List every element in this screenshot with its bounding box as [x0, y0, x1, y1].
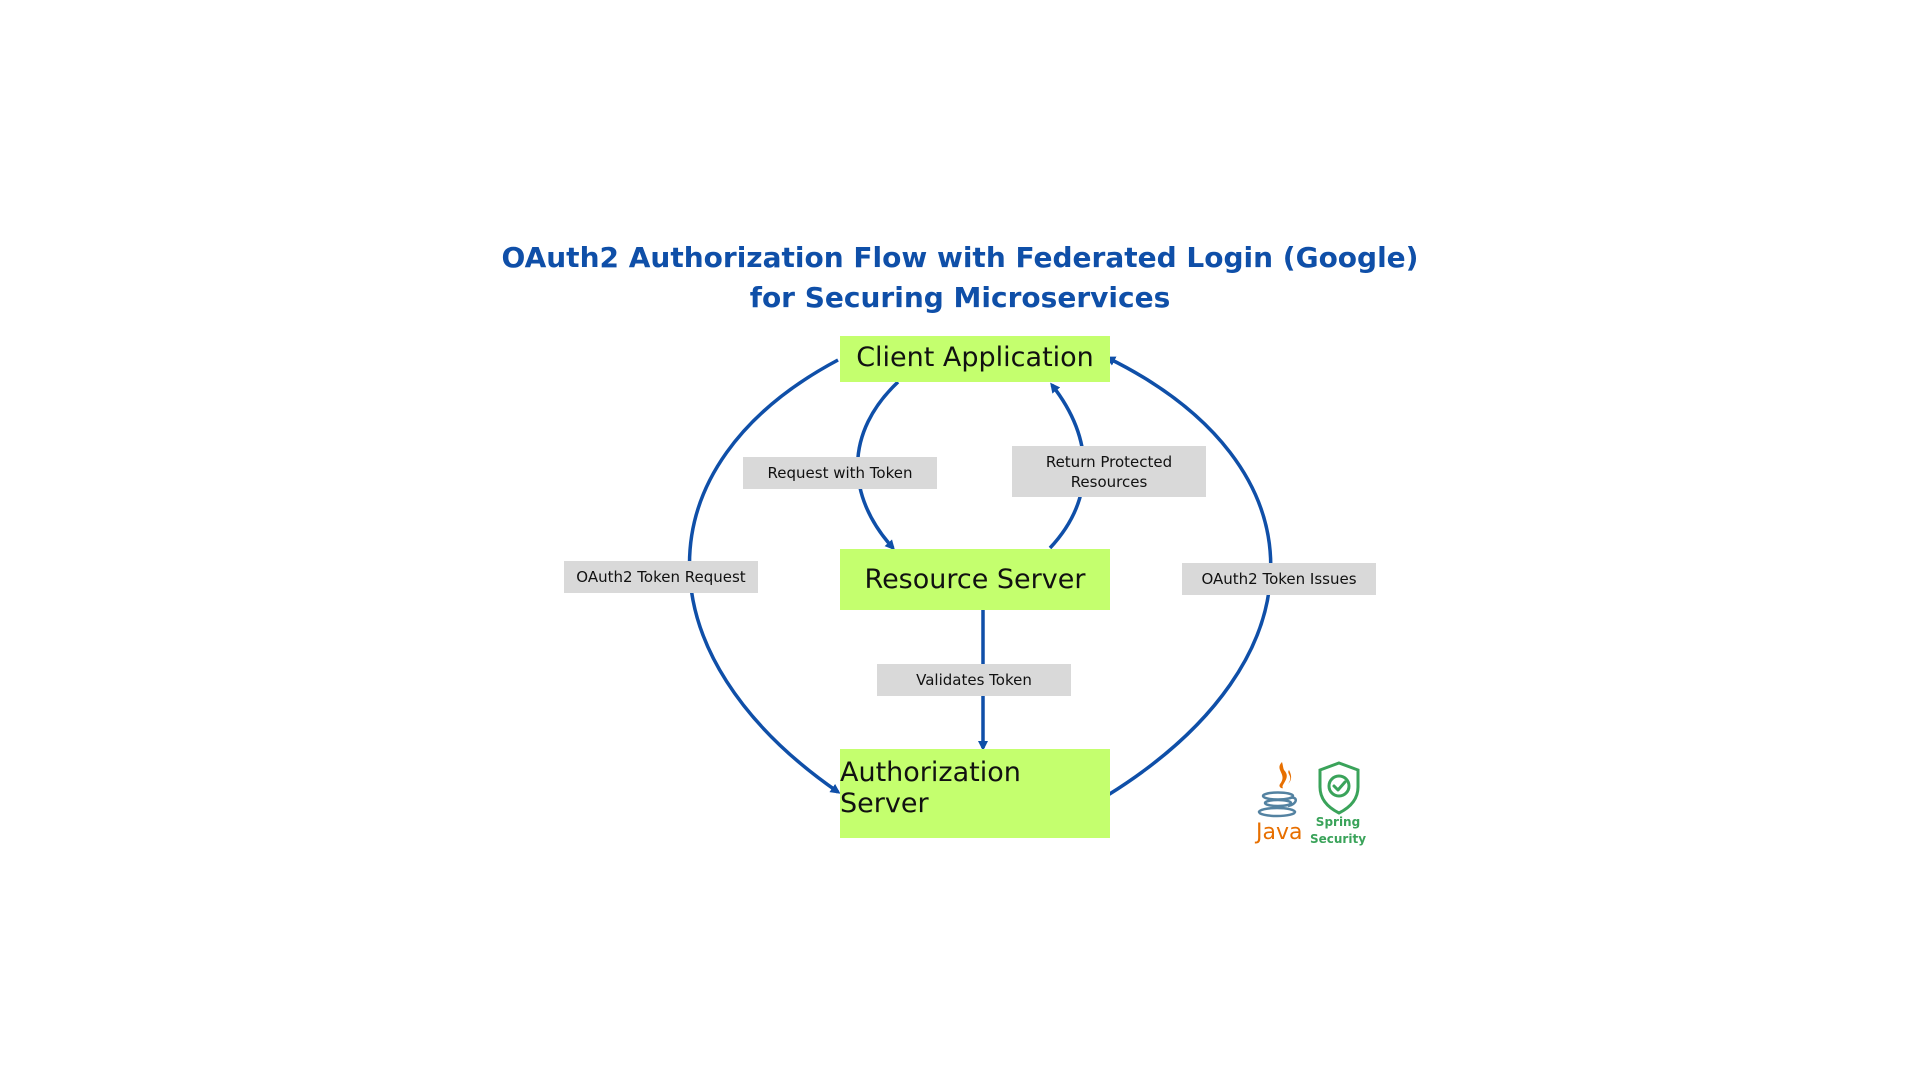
node-authorization-server: Authorization Server [840, 749, 1110, 838]
label-oauth2-token-request: OAuth2 Token Request [564, 561, 758, 593]
technology-logos: Java Spring Security [1250, 758, 1380, 858]
java-logo-text: Java [1256, 820, 1303, 845]
spring-text-line-2: Security [1309, 832, 1367, 846]
label-request-with-token: Request with Token [743, 457, 937, 489]
label-oauth2-token-issues: OAuth2 Token Issues [1182, 563, 1376, 595]
node-resource-label: Resource Server [864, 564, 1086, 595]
spring-security-logo-text: Spring Security [1306, 814, 1370, 848]
shield-check-icon [1318, 761, 1360, 815]
label-return-protected-resources: Return Protected Resources [1012, 446, 1206, 497]
label-validates-token: Validates Token [877, 664, 1071, 696]
spring-text-line-1: Spring [1315, 815, 1361, 829]
node-auth-label: Authorization Server [840, 757, 1021, 819]
node-resource-server: Resource Server [840, 549, 1110, 610]
node-client-label: Client Application [856, 342, 1094, 373]
diagram-title: OAuth2 Authorization Flow with Federated… [460, 238, 1460, 318]
node-client-application: Client Application [840, 336, 1110, 382]
title-line-1: OAuth2 Authorization Flow with Federated… [501, 241, 1419, 274]
java-cup-icon [1257, 762, 1297, 818]
title-line-2: for Securing Microservices [749, 281, 1171, 314]
